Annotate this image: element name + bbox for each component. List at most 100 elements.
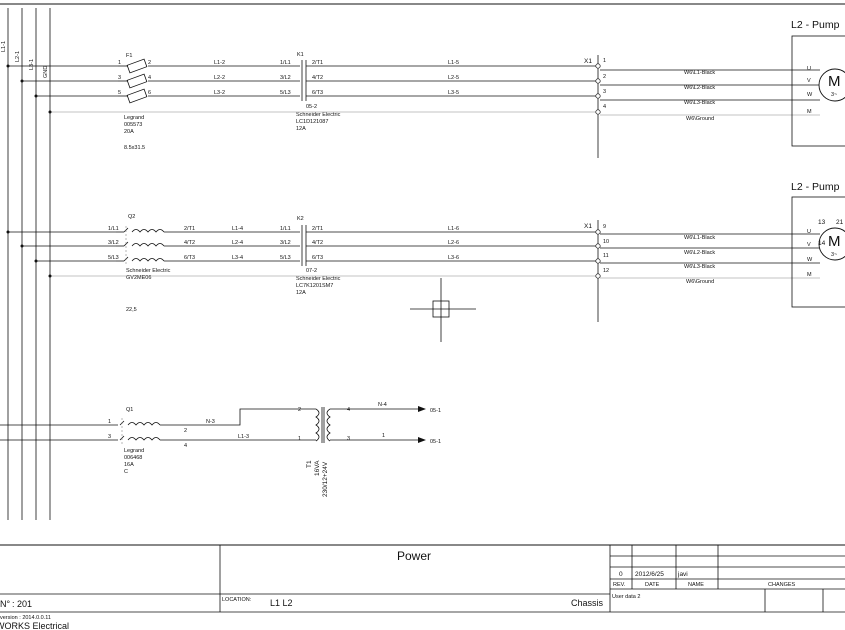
bus-label-gnd: GND — [43, 66, 49, 78]
motor1-phase: 3~ — [831, 92, 837, 98]
cable2-w6-l3: W6\L3-Black — [684, 264, 715, 270]
t1-pin-2: 2 — [298, 407, 301, 413]
motor2-term-u: U — [807, 229, 811, 235]
rev-number: 0 — [619, 571, 623, 578]
contactor-k2-tag: K2 — [297, 216, 304, 222]
motor2-term-m: M — [807, 272, 812, 278]
wire-l2-5: L2-5 — [448, 75, 459, 81]
x1-num-4: 4 — [603, 104, 606, 110]
version-text: version : 2014.0.0.11 — [0, 615, 51, 621]
cable2-w6-l1: W6\L1-Black — [684, 235, 715, 241]
wire-l2-2: L2-2 — [214, 75, 225, 81]
pump1-circuit: F1 1 2 3 4 5 6 Legrand 005573 20A 8.5x31… — [6, 19, 845, 158]
motor2-term-v: V — [807, 242, 811, 248]
x1-num-1: 1 — [603, 58, 606, 64]
fuse-f1[interactable] — [126, 58, 148, 104]
title-block: Power N° : 201 LOCATION: L1 L2 Chassis 0… — [0, 545, 845, 630]
q1-pin-4: 4 — [184, 443, 187, 449]
k2-out-2: 4/T2 — [312, 240, 323, 246]
x1-num-2: 2 — [603, 74, 606, 80]
t1-pin-1: 1 — [298, 436, 301, 442]
q1-model: 006468 — [124, 455, 142, 461]
q2-out-1: 2/T1 — [184, 226, 195, 232]
motor2-letter: M — [828, 233, 841, 250]
bus-label-l1: L1-1 — [1, 41, 7, 52]
q1-pin-1: 1 — [108, 419, 111, 425]
motor1-box — [791, 35, 845, 147]
cable-w6-l3: W6\L3-Black — [684, 100, 715, 106]
motor1-term-w: W — [807, 92, 813, 98]
terminal-x1b-tag: X1 — [584, 223, 592, 230]
x1b-num-10: 10 — [603, 239, 609, 245]
k2-out-1: 2/T1 — [312, 226, 323, 232]
fuse-f1-pin1: 1 — [118, 60, 121, 66]
motor1-term-m: M — [807, 109, 812, 115]
wire-l1-4: L1-4 — [232, 226, 243, 232]
terminal-x1-tag: X1 — [584, 58, 592, 65]
motor2-pin-21: 21 — [836, 219, 844, 226]
fuse-f1-pin5: 5 — [118, 90, 121, 96]
cable-w6-l1: W6\L1-Black — [684, 70, 715, 76]
k1-rating: 12A — [296, 126, 306, 132]
motor1-term-v: V — [807, 78, 811, 84]
q2-in-3: 5/L3 — [108, 255, 119, 261]
motor2-box — [791, 196, 845, 308]
q1-rating: 16A — [124, 462, 134, 468]
terminal-x1-block1[interactable] — [595, 63, 601, 115]
x1b-num-11: 11 — [603, 253, 609, 259]
cable2-w6-gnd: W6\Ground — [686, 279, 714, 285]
k1-maker: Schneider Electric — [296, 112, 341, 118]
motor2-symbol[interactable] — [818, 227, 845, 261]
contactor-k1-tag: K1 — [297, 52, 304, 58]
wire-l3-4: L3-4 — [232, 255, 243, 261]
q1-pin-3: 3 — [108, 434, 111, 440]
motor2-pin-14: 14 — [818, 240, 826, 247]
software-name: WORKS Electrical — [0, 621, 69, 630]
rev-header-date: DATE — [645, 582, 660, 588]
motor2-term-w: W — [807, 257, 813, 263]
bus-label-l3: L3-1 — [29, 59, 35, 70]
wire-l2-4: L2-4 — [232, 240, 243, 246]
wire-l2-6: L2-6 — [448, 240, 459, 246]
x1-num-3: 3 — [603, 89, 606, 95]
fuse-f1-model: 005573 — [124, 122, 142, 128]
k2-in-1: 1/L1 — [280, 226, 291, 232]
drawing-title: Power — [397, 549, 431, 563]
k2-in-2: 3/L2 — [280, 240, 291, 246]
breaker-q2[interactable] — [123, 226, 165, 266]
q2-in-2: 3/L2 — [108, 240, 119, 246]
chassis-label: Chassis — [571, 598, 604, 608]
terminal-x1-block2[interactable] — [595, 229, 601, 279]
motor2-pin-13: 13 — [818, 219, 826, 226]
k2-model: LC7K1201SM7 — [296, 283, 333, 289]
k2-maker: Schneider Electric — [296, 276, 341, 282]
motor1-term-u: U — [807, 66, 811, 72]
k2-out-3: 6/T3 — [312, 255, 323, 261]
ref-05-1-b: 05-1 — [430, 439, 441, 445]
motor1-symbol[interactable] — [818, 68, 845, 102]
q2-maker: Schneider Electric — [126, 268, 171, 274]
x1b-num-12: 12 — [603, 268, 609, 274]
k1-model: LC1D121087 — [296, 119, 328, 125]
wire-l1-5: L1-5 — [448, 60, 459, 66]
pump1-title: L2 - Pump — [791, 19, 840, 31]
x1b-num-9: 9 — [603, 224, 606, 230]
q2-in-1: 1/L1 — [108, 226, 119, 232]
k1-in-1: 1/L1 — [280, 60, 291, 66]
rev-header-changes: CHANGES — [768, 582, 796, 588]
transformer-t1[interactable] — [315, 407, 331, 443]
wire-l3-6: L3-6 — [448, 255, 459, 261]
motor2-phase: 3~ — [831, 252, 837, 258]
motor1-letter: M — [828, 73, 841, 90]
fuse-f1-maker: Legrand — [124, 115, 144, 121]
contactor-k1[interactable] — [301, 60, 307, 101]
breaker-q1[interactable] — [119, 418, 161, 446]
t1-ratio: 230/12+24V — [322, 461, 329, 497]
q2-out-2: 4/T2 — [184, 240, 195, 246]
k1-out-3: 6/T3 — [312, 90, 323, 96]
fuse-f1-pin3: 3 — [118, 75, 121, 81]
wire-l1-2: L1-2 — [214, 60, 225, 66]
k1-out-2: 4/T2 — [312, 75, 323, 81]
rev-header-rev: REV. — [613, 582, 626, 588]
